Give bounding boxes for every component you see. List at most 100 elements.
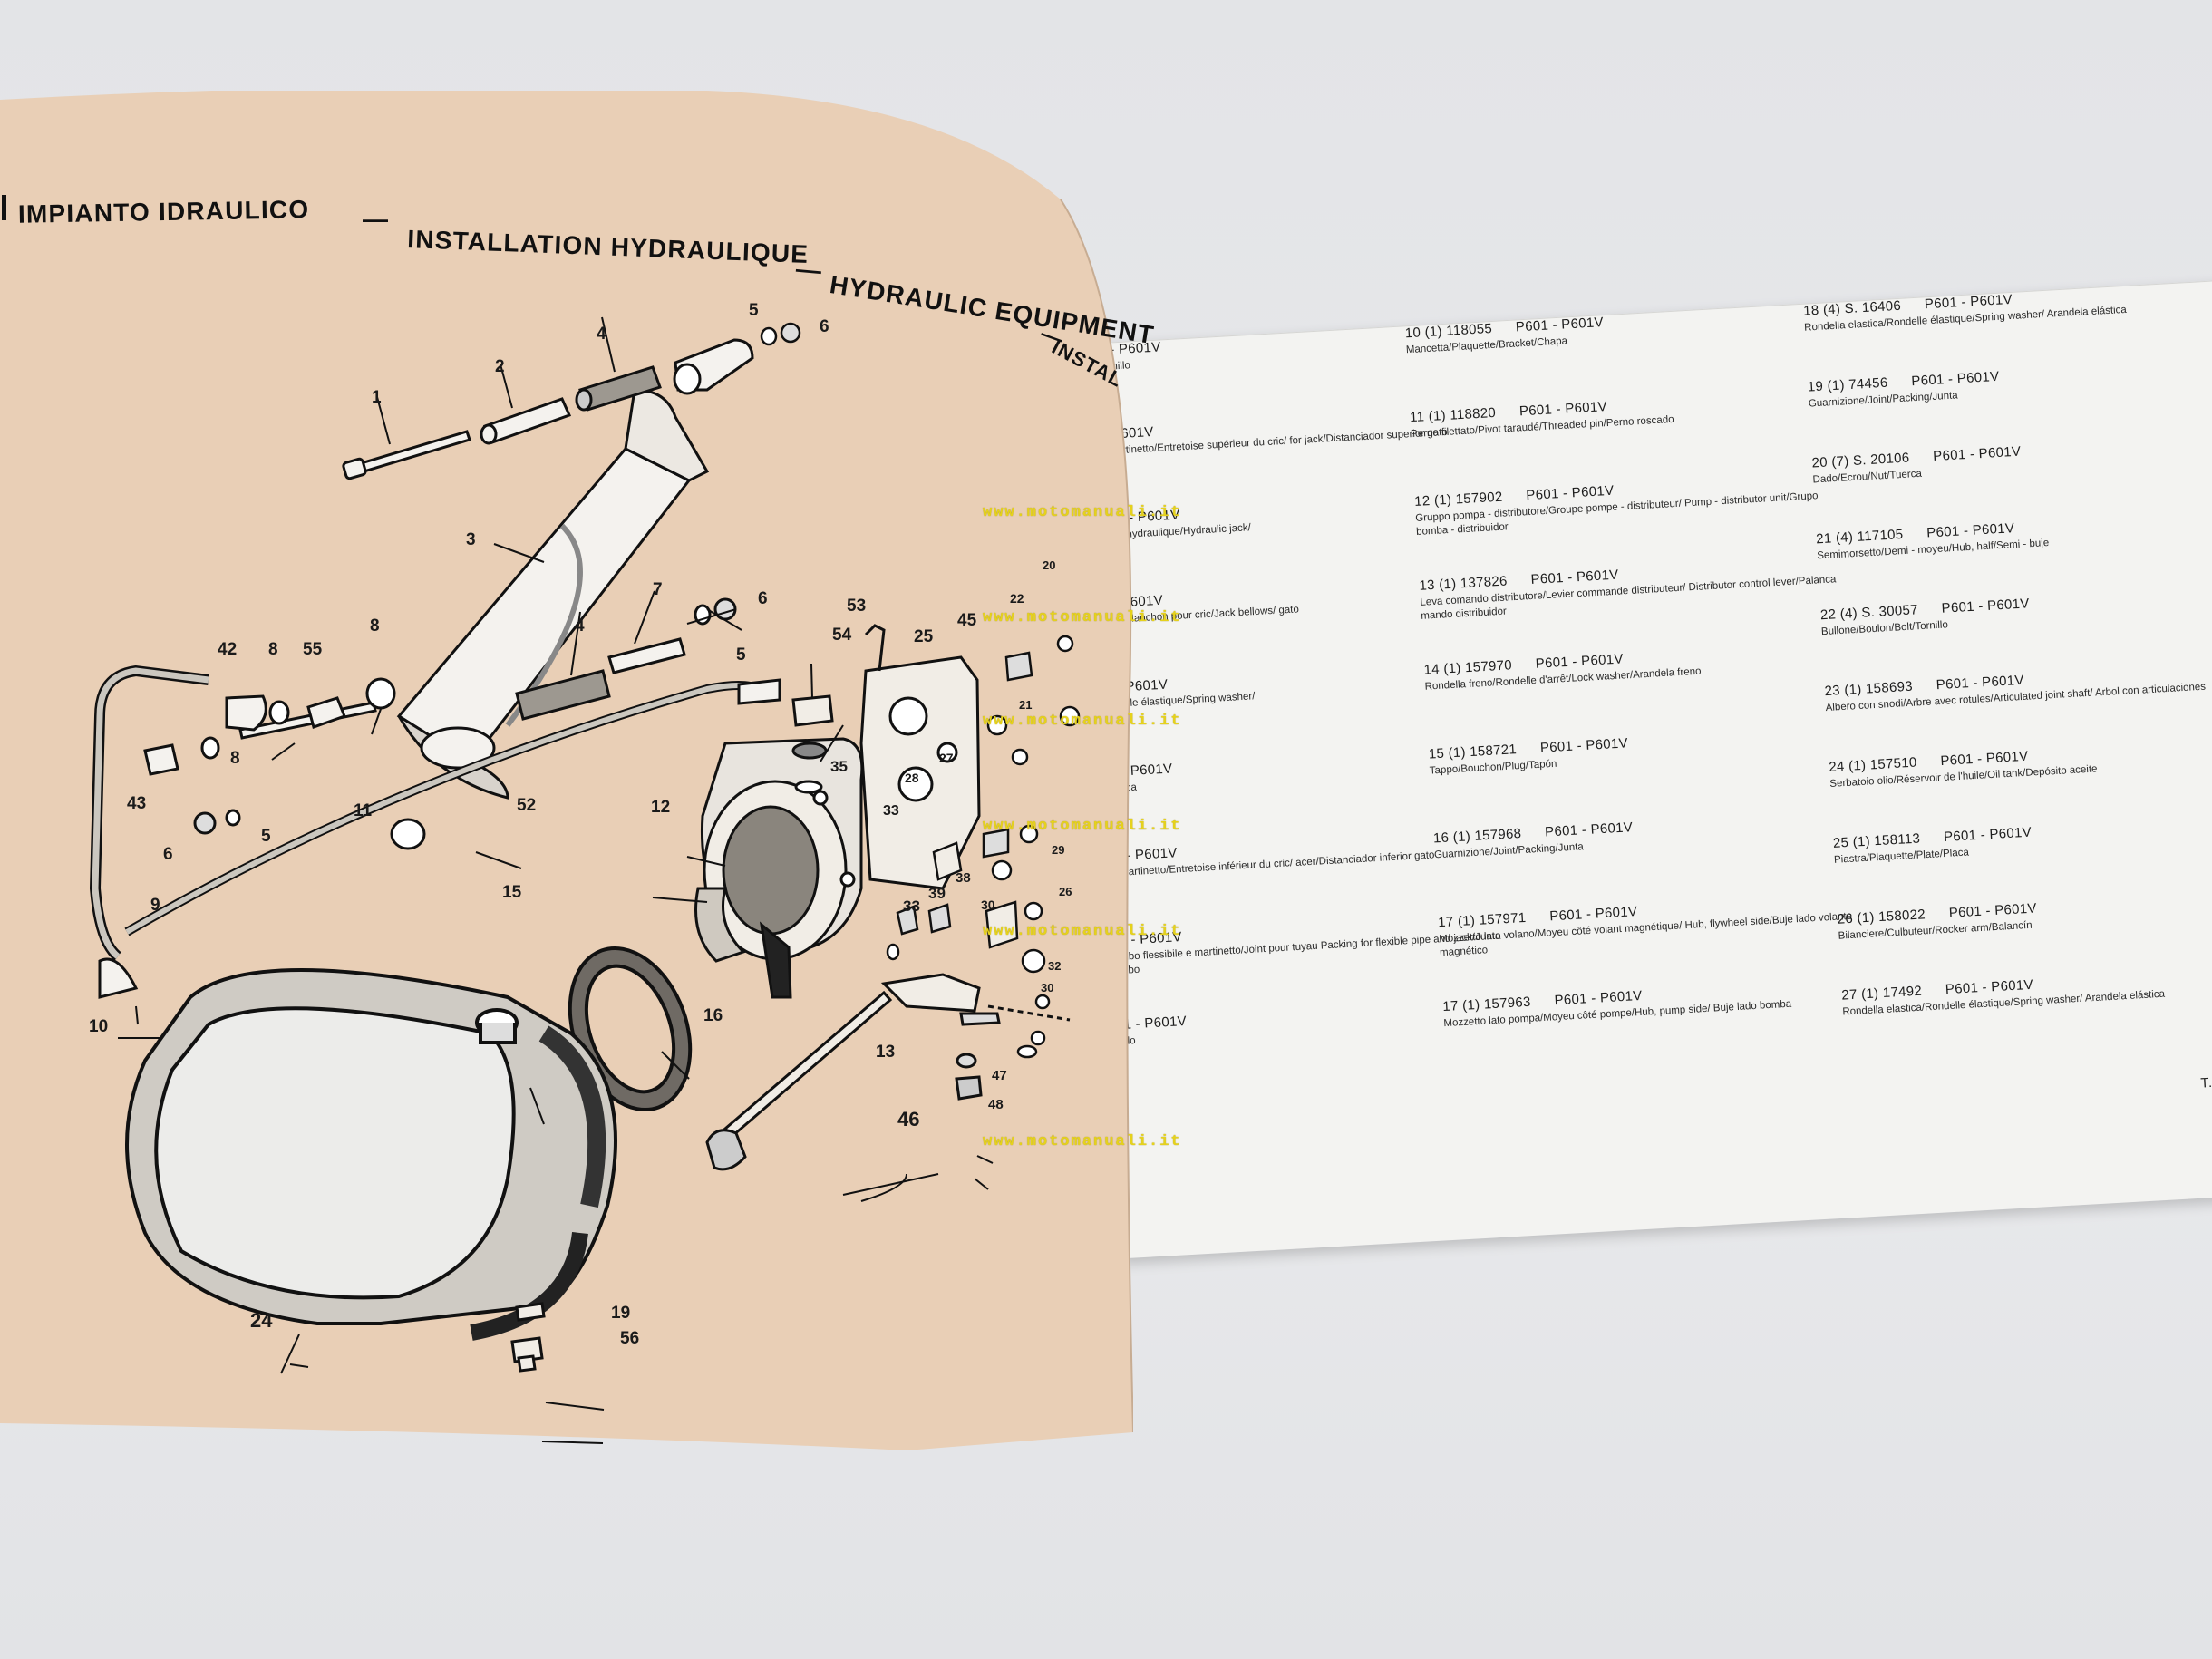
callout-52: 52 [517,796,537,815]
part-code: 118820 [1449,404,1497,423]
small-hardware-parts [886,635,1081,1059]
part-qty: (1) [1442,660,1462,677]
callout-4-lower: 4 [575,616,585,635]
part-code: 157963 [1483,994,1532,1013]
callout-29: 29 [1052,843,1065,857]
watermark-3: www.motomanuali.it [983,713,1182,730]
callout-6-upper: 6 [820,317,830,336]
title-separator-2: — [794,254,824,286]
unions-fittings [143,677,396,835]
callout-19: 19 [611,1304,631,1323]
callout-47: 47 [992,1068,1007,1083]
part-num: 27 [1840,986,1858,1004]
part-code: 117105 [1857,527,1904,545]
part-code: 74456 [1848,374,1888,393]
oil-pipe-part [89,665,762,999]
part-qty: (1) [1852,833,1871,850]
title-italian: IMPIANTO IDRAULICO [17,195,310,228]
part-qty: (1) [1433,491,1452,509]
part-code: 17492 [1882,983,1923,1002]
part-code: 157902 [1455,489,1503,508]
callout-5-low: 5 [261,827,271,846]
part-qty: (1) [1848,757,1867,774]
callout-32: 32 [1048,959,1062,973]
upper-jack-block [673,338,754,395]
callout-56: 56 [620,1329,640,1348]
part-code: 158721 [1469,742,1518,761]
callout-9: 9 [150,896,160,915]
callout-53: 53 [847,597,867,616]
lower-spacer-bellows [515,597,737,721]
distributor-plate [859,624,981,890]
part-num: 22 [1819,606,1837,624]
part-num: 12 [1413,493,1431,510]
callout-leader-lines [118,316,994,1444]
callout-10: 10 [89,1017,109,1036]
callout-33-upper: 33 [883,803,899,819]
part-qty: (1) [1452,829,1471,846]
part-code: 157970 [1464,657,1513,676]
part-code: S. 20106 [1852,450,1910,469]
callout-7: 7 [653,580,663,599]
right-page-parts-list: 3 P601 - P601Von/Bolt/TornilloP601 - P60… [1061,277,2212,1260]
callout-35: 35 [830,758,848,775]
part-code: 158113 [1873,830,1921,849]
long-bolt-part [342,430,471,480]
callout-42: 42 [218,640,238,659]
callout-39: 39 [928,885,946,902]
part-num: 25 [1832,834,1849,851]
control-lever-part [705,973,1071,1171]
part-num: 20 [1811,454,1829,471]
title-separator-1: — [363,205,390,233]
callout-4-upper: 4 [597,325,606,344]
callout-48: 48 [988,1097,1004,1112]
top-washers [760,322,801,346]
callout-33-lower: 33 [903,897,920,915]
callout-22: 22 [1010,591,1024,606]
part-qty: (4) [1835,529,1854,547]
upper-spacer-part [480,397,572,445]
callout-13: 13 [876,1043,896,1062]
part-num: 16 [1432,830,1450,847]
callout-5-upper: 5 [749,301,759,320]
part-num: 10 [1404,325,1421,342]
part-qty: (1) [1424,324,1443,341]
watermark-1: www.motomanuali.it [983,504,1182,521]
part-code: 157971 [1479,909,1527,928]
part-num: 21 [1815,530,1833,548]
title-bar-mark [2,195,6,220]
callout-45: 45 [957,611,977,630]
part-num: 26 [1837,910,1854,927]
callout-2: 2 [495,357,505,376]
callout-8-left: 8 [230,749,240,768]
part-num: 17 [1437,914,1454,931]
part-qty: (1) [1827,377,1846,394]
page-number: T. XXV [2199,1073,2212,1091]
part-num: 15 [1428,745,1445,762]
part-qty: (7) [1830,453,1850,471]
part-qty: (1) [1448,744,1467,762]
callout-25: 25 [914,627,934,646]
callout-8-right: 8 [370,616,380,635]
part-qty: (4) [1822,301,1841,318]
part-qty: (1) [1860,985,1879,1003]
part-code: 118055 [1445,320,1493,339]
part-num: 18 [1802,302,1819,319]
watermark-2: www.motomanuali.it [983,609,1182,626]
part-code: 158693 [1865,678,1914,697]
callout-54: 54 [832,626,852,645]
part-num: 13 [1418,577,1436,594]
part-code: S. 30057 [1860,602,1919,621]
callout-11: 11 [354,801,373,820]
part-num: 24 [1828,759,1846,775]
callout-27: 27 [939,751,954,765]
part-code: S. 16406 [1844,297,1902,317]
callout-6-low: 6 [163,845,173,864]
part-num: 11 [1409,409,1425,426]
callout-6-mid: 6 [758,589,768,608]
part-qty: (1) [1856,909,1876,927]
part-num: 23 [1824,683,1841,700]
part-qty: (1) [1461,996,1480,1014]
part-num: 17 [1441,998,1460,1015]
watermark-5: www.motomanuali.it [983,923,1182,940]
